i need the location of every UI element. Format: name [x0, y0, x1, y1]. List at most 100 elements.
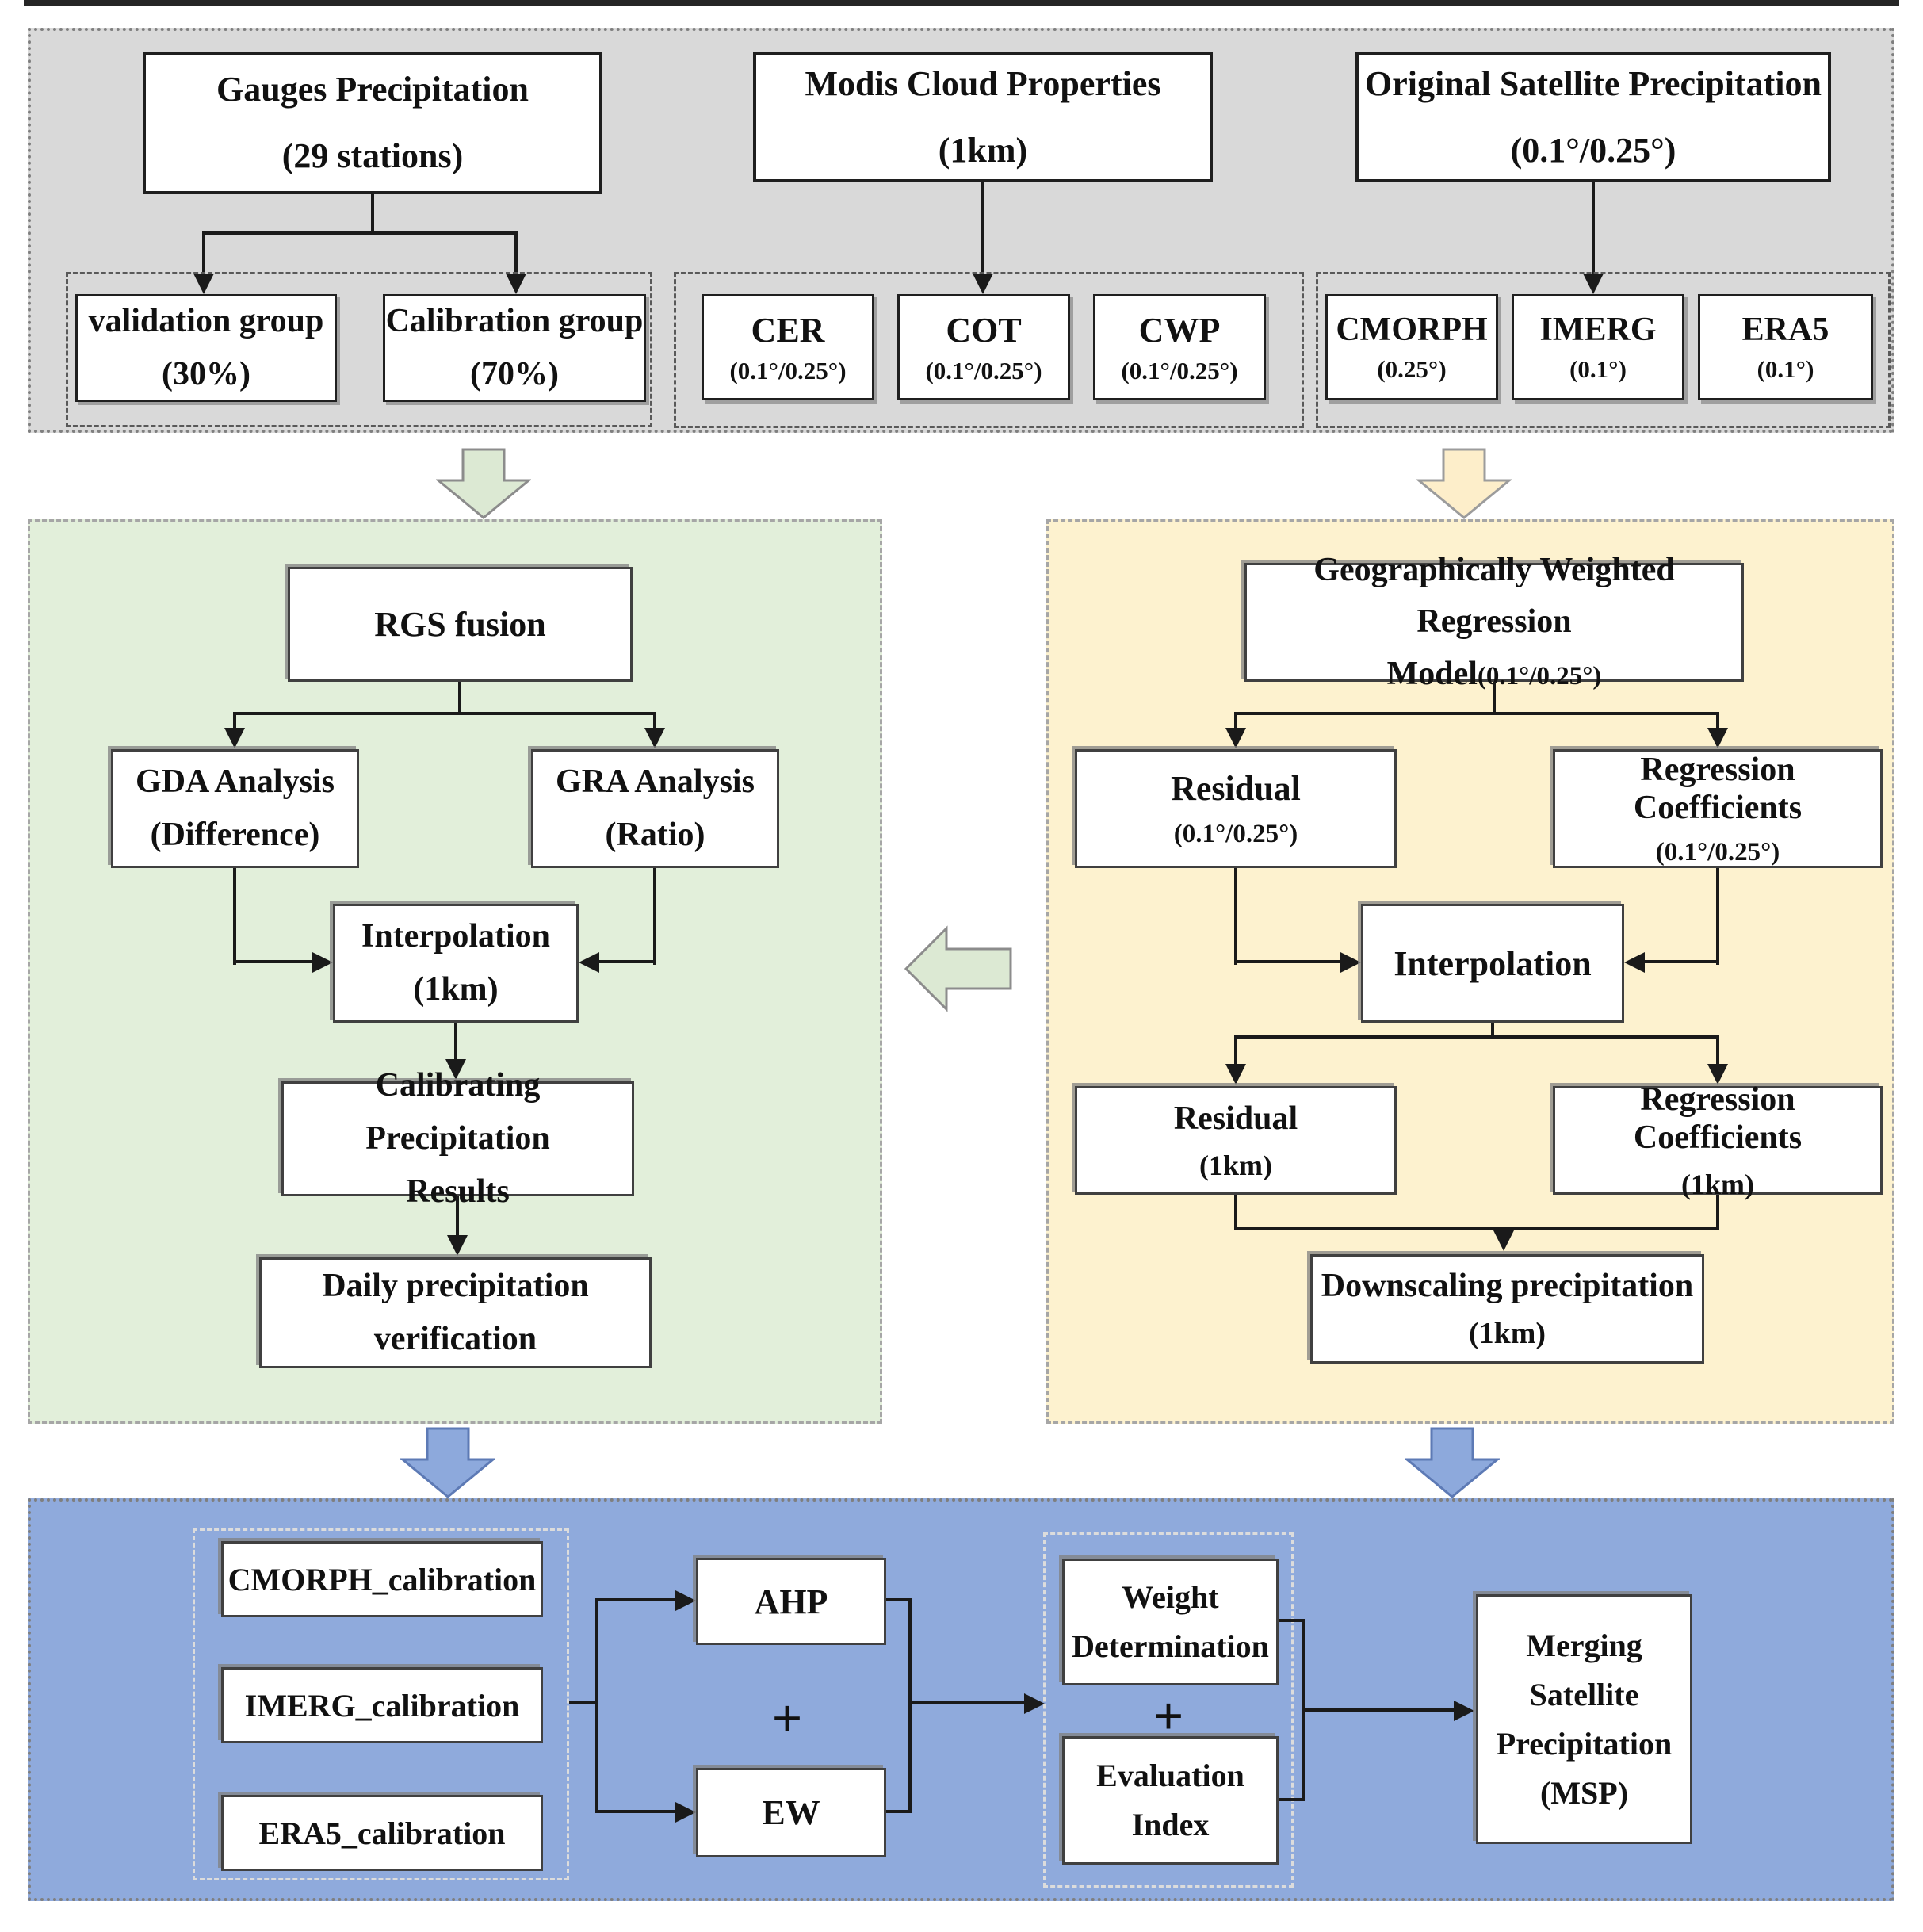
connector-calibrations-out: [569, 1701, 597, 1704]
node-subtitle: (1km): [938, 130, 1028, 170]
arrow-down-icon: [1225, 728, 1246, 748]
connector-to-ew: [595, 1810, 675, 1813]
plus-sign-weighting: +: [1153, 1685, 1184, 1746]
flow-arrow-rgs-to-merging-icon: [400, 1427, 495, 1498]
arrow-right-icon: [1340, 952, 1361, 973]
group-calibrated-products: [193, 1528, 569, 1880]
connector-interp2-stem: [1491, 1023, 1494, 1039]
node-gwr-model: Geographically Weighted Regression Model…: [1244, 552, 1744, 692]
node-subtitle: (1km): [1199, 1149, 1272, 1181]
node-interpolation-1km: Interpolation (1km): [333, 904, 579, 1023]
flow-arrow-gwr-to-merging-icon: [1405, 1427, 1500, 1498]
node-line1: Merging: [1526, 1627, 1642, 1663]
arrow-down-icon: [224, 728, 245, 748]
node-interpolation-gwr: Interpolation: [1361, 904, 1624, 1023]
node-title: ERA5_calibration: [258, 1815, 506, 1851]
node-line2: Model(0.1°/0.25°): [1387, 648, 1602, 700]
node-title: IMERG_calibration: [244, 1687, 520, 1723]
connector-gra-down: [653, 868, 656, 965]
connector-gauges-stem: [371, 194, 374, 231]
node-line2: Satellite: [1529, 1676, 1639, 1712]
node-title: GDA Analysis: [136, 763, 335, 800]
group-gauges-split: [66, 272, 652, 427]
node-subtitle: (1km): [413, 971, 499, 1008]
node-subtitle: (0.1°/0.25°): [1655, 837, 1780, 867]
node-weight-determination: Weight Determination: [1062, 1559, 1279, 1685]
arrow-down-icon: [973, 274, 993, 294]
node-residual-fine: Residual (1km): [1075, 1086, 1397, 1195]
node-era5-calibration: ERA5_calibration: [221, 1795, 543, 1871]
node-gra-analysis: GRA Analysis (Ratio): [531, 749, 779, 868]
node-subtitle: (0.1°/0.25°): [1173, 820, 1298, 848]
connector-coefficients-in: [1645, 960, 1716, 963]
connector-gra-in: [599, 960, 655, 963]
connector-calibrating-down: [456, 1196, 459, 1235]
plus-sign-methods: +: [771, 1687, 803, 1748]
connector-modis-stem: [981, 182, 984, 274]
connector-to-ahp: [595, 1598, 675, 1601]
node-rgs-fusion: RGS fusion: [288, 567, 633, 682]
node-title: Residual: [1173, 1100, 1298, 1137]
node-cmorph-calibration: CMORPH_calibration: [221, 1541, 543, 1617]
connector-to-gra: [653, 712, 656, 729]
node-line1: Geographically Weighted Regression: [1313, 552, 1675, 641]
node-line4: (MSP): [1539, 1774, 1629, 1811]
connector-to-gda: [233, 712, 236, 729]
flow-arrow-gwr-to-rgs-icon: [904, 925, 1012, 1012]
node-line3: Precipitation: [1496, 1725, 1673, 1762]
node-subtitle: (0.1°/0.25°): [1121, 356, 1238, 384]
arrow-down-icon: [1707, 728, 1728, 748]
node-title: GRA Analysis: [556, 763, 755, 800]
group-weighting: [1043, 1532, 1294, 1888]
node-regression-coefficients-coarse: Regression Coefficients (0.1°/0.25°): [1553, 749, 1883, 868]
connector-gwr-split: [1234, 712, 1718, 715]
connector-to-calibration: [514, 231, 518, 274]
connector-coefficients-down: [1716, 868, 1719, 965]
node-title: Regression Coefficients: [1633, 751, 1803, 826]
node-regression-coefficients-fine: Regression Coefficients (1km): [1553, 1081, 1883, 1200]
node-line2-main: Model: [1386, 655, 1478, 692]
node-title: Gauges Precipitation: [216, 70, 529, 109]
node-original-satellite-precipitation: Original Satellite Precipitation (0.1°/0…: [1355, 52, 1831, 182]
connector-methods-join: [908, 1598, 912, 1813]
node-line1: Evaluation: [1096, 1758, 1244, 1793]
node-title: AHP: [754, 1582, 828, 1621]
node-title: Regression Coefficients: [1633, 1081, 1803, 1156]
node-subtitle: (0.1°/0.25°): [925, 356, 1042, 384]
connector-rgs-split: [233, 712, 656, 715]
connector-residual-in: [1234, 960, 1340, 963]
node-residual-coarse: Residual (0.1°/0.25°): [1075, 749, 1397, 868]
arrow-down-icon: [193, 274, 214, 294]
node-line2: verification: [373, 1321, 537, 1357]
flow-arrow-sources-to-rgs-icon: [436, 448, 531, 519]
arrow-down-icon: [445, 1059, 466, 1080]
arrow-right-icon: [1024, 1693, 1045, 1714]
node-title: Calibration group: [385, 302, 644, 339]
node-subtitle: (Difference): [150, 817, 320, 853]
node-title: IMERG: [1539, 312, 1657, 348]
node-title: Interpolation: [361, 917, 550, 955]
node-calibration-group: Calibration group (70%): [383, 294, 646, 402]
connector-to-validation: [202, 231, 205, 274]
connector-gda-in: [233, 960, 312, 963]
node-title: Original Satellite Precipitation: [1365, 63, 1822, 103]
node-subtitle: (0.1°/0.25°): [729, 356, 847, 384]
node-subtitle: (0.25°): [1377, 355, 1447, 383]
node-line1: Weight: [1122, 1579, 1219, 1615]
node-title: Modis Cloud Properties: [805, 63, 1161, 103]
node-subtitle: (1km): [1468, 1317, 1546, 1350]
arrow-right-icon: [312, 952, 333, 973]
node-line2: Index: [1131, 1807, 1210, 1842]
node-subtitle: (1km): [1681, 1168, 1754, 1200]
connector-ahp-out: [886, 1598, 912, 1601]
node-title: Residual: [1171, 769, 1301, 808]
node-gauges-precipitation: Gauges Precipitation (29 stations): [143, 52, 602, 194]
node-title: Downscaling precipitation: [1321, 1268, 1694, 1304]
node-evaluation-index: Evaluation Index: [1062, 1736, 1279, 1865]
arrow-down-icon: [447, 1235, 468, 1256]
connector-residual-fine-down: [1234, 1195, 1237, 1230]
connector-residual-down: [1234, 868, 1237, 965]
connector-to-residual-fine: [1234, 1035, 1237, 1064]
connector-to-coefficients-fine: [1716, 1035, 1719, 1064]
node-cer: CER (0.1°/0.25°): [702, 294, 874, 400]
